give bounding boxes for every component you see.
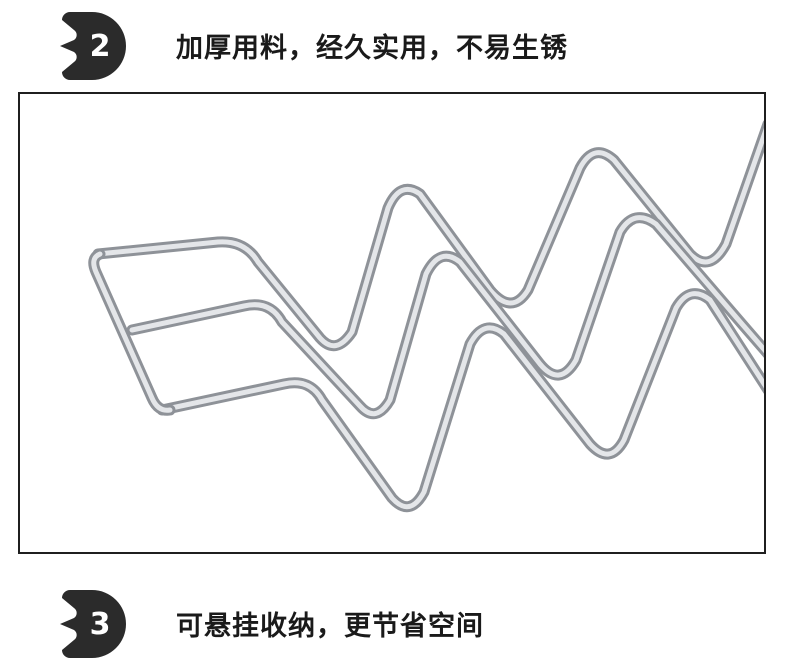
wire-front (156, 288, 764, 513)
step-badge-3: 3 (56, 588, 134, 660)
badge-shape-icon (60, 12, 126, 80)
step-badge-2: 2 (56, 10, 134, 82)
feature-heading: 加厚用料，经久实用，不易生锈 (176, 33, 568, 64)
feature-2-header: 2 加厚用料，经久实用，不易生锈 (0, 0, 790, 90)
feature-3-header: 3 可悬挂收纳，更节省空间 (0, 578, 790, 668)
step-number: 2 (89, 28, 111, 64)
wire-end-frame (88, 248, 176, 416)
feature-heading: 可悬挂收纳，更节省空间 (176, 611, 484, 642)
wire-back (92, 120, 764, 352)
wire-rack-illustration (88, 120, 764, 513)
wire-middle (126, 212, 764, 420)
product-photo (18, 92, 766, 554)
badge-shape-icon (60, 590, 126, 658)
step-number: 3 (89, 606, 111, 642)
